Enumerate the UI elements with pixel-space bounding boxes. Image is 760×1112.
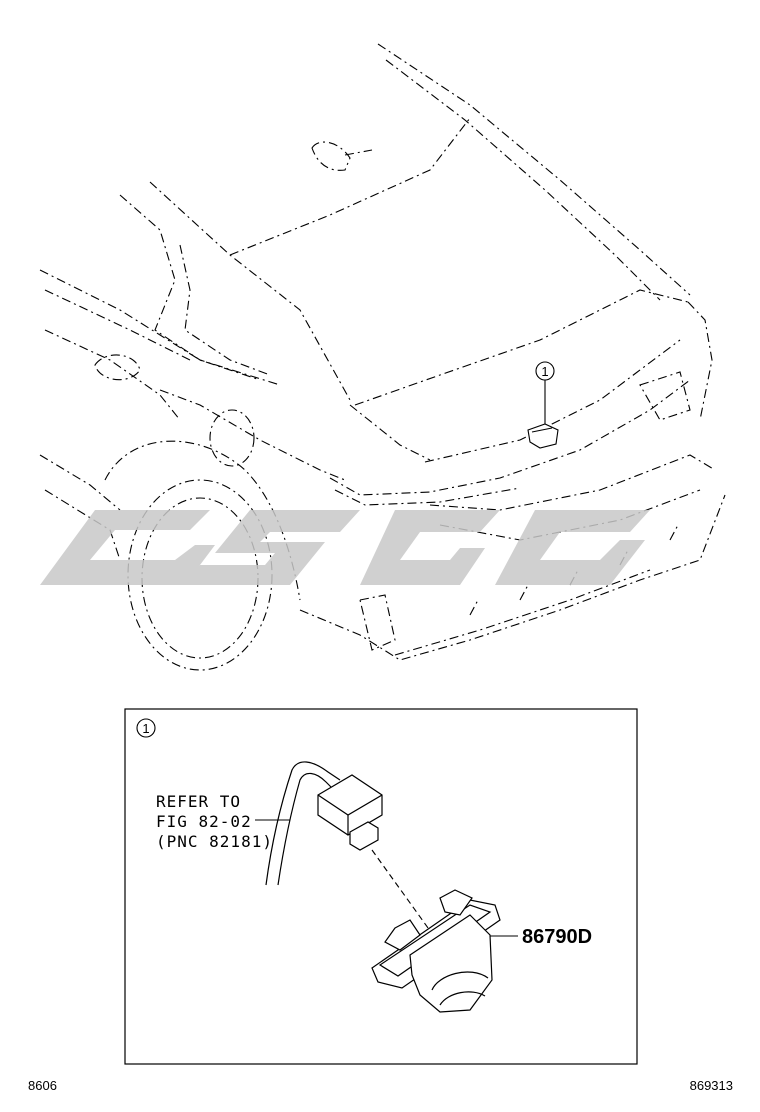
detail-frame	[124, 708, 638, 1065]
refer-text-line1: REFER TO	[156, 792, 241, 811]
footer-right-code: 869313	[690, 1078, 733, 1093]
wiring-harness	[265, 761, 341, 886]
assembly-line	[371, 849, 429, 929]
license-lamp-location	[527, 380, 559, 449]
connector	[317, 774, 383, 851]
refer-text-line2: FIG 82-02	[156, 812, 252, 831]
part-number-label: 86790D	[522, 926, 592, 948]
watermark-logo	[40, 510, 650, 585]
license-lamp-assembly	[371, 889, 501, 1013]
svg-text:1: 1	[142, 721, 149, 736]
svg-text:1: 1	[541, 364, 548, 379]
refer-text-line3: (PNC 82181)	[156, 832, 273, 851]
footer-left-code: 8606	[28, 1078, 57, 1093]
callout-1-detail: 1	[136, 718, 156, 738]
callout-1-main: 1	[535, 361, 555, 381]
